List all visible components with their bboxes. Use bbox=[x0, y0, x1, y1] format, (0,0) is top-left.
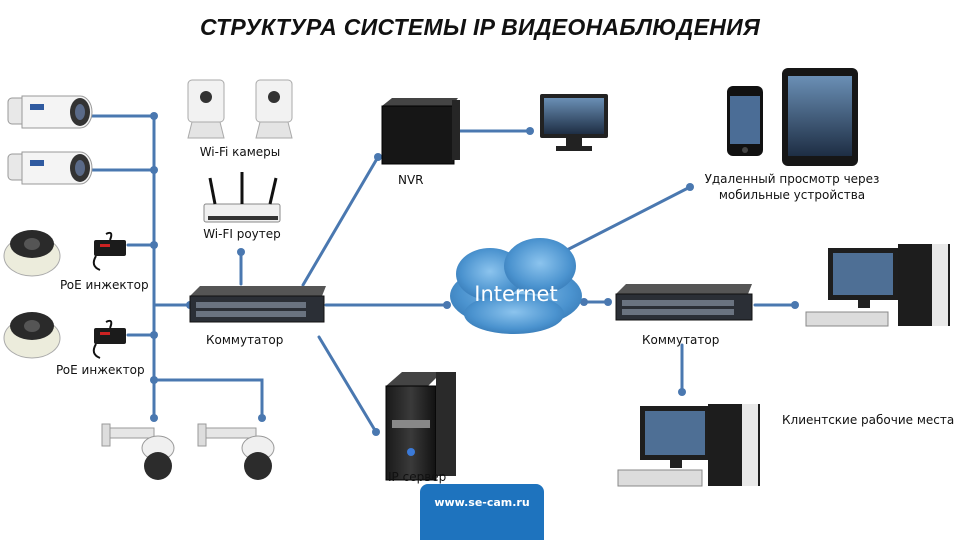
dome-camera-icon bbox=[3, 230, 61, 277]
internet-label: Internet bbox=[474, 282, 558, 306]
nvr-icon bbox=[381, 98, 460, 165]
wifi-camera-icon bbox=[187, 79, 225, 139]
switch-label: Коммутатор bbox=[642, 333, 720, 347]
dome-camera-icon bbox=[3, 312, 61, 359]
wifi-cameras-label: Wi-Fi камеры bbox=[199, 145, 281, 159]
client-workstations-label: Клиентские рабочие места bbox=[782, 413, 955, 427]
tablet-icon bbox=[782, 68, 858, 166]
bullet-camera-icon bbox=[7, 95, 93, 129]
wifi-router-icon bbox=[203, 172, 281, 223]
page-title: СТРУКТУРА СИСТЕМЫ IP ВИДЕОНАБЛЮДЕНИЯ bbox=[199, 14, 761, 40]
website-link[interactable]: www.se-cam.ru bbox=[434, 496, 530, 509]
bullet-camera-icon bbox=[7, 151, 93, 185]
monitor-icon bbox=[540, 94, 608, 151]
nvr-label: NVR bbox=[398, 173, 424, 187]
poe-injector-label: PoE инжектор bbox=[60, 278, 149, 292]
switch-label: Коммутатор bbox=[206, 333, 284, 347]
network-switch-icon bbox=[189, 286, 326, 323]
remote-view-label-line1: Удаленный просмотр через bbox=[704, 172, 880, 186]
desktop-computer-icon bbox=[805, 244, 950, 327]
ip-server-label: IP сервер bbox=[388, 470, 447, 484]
poe-injector-icon bbox=[92, 231, 126, 271]
wifi-camera-icon bbox=[255, 79, 293, 139]
website-banner[interactable]: www.se-cam.ru bbox=[420, 484, 544, 540]
poe-injector-icon bbox=[92, 319, 126, 359]
internet-cloud-icon bbox=[450, 238, 582, 334]
poe-injector-label: PoE инжектор bbox=[56, 363, 145, 377]
network-switch-icon bbox=[615, 284, 753, 321]
ptz-camera-icon bbox=[101, 423, 175, 480]
desktop-computer-icon bbox=[617, 404, 760, 487]
remote-view-label-line2: мобильные устройства bbox=[718, 188, 866, 202]
server-tower-icon bbox=[385, 372, 456, 481]
wifi-router-label: Wi-FI роутер bbox=[203, 227, 281, 241]
ptz-camera-icon bbox=[197, 423, 275, 480]
smartphone-icon bbox=[727, 86, 763, 156]
